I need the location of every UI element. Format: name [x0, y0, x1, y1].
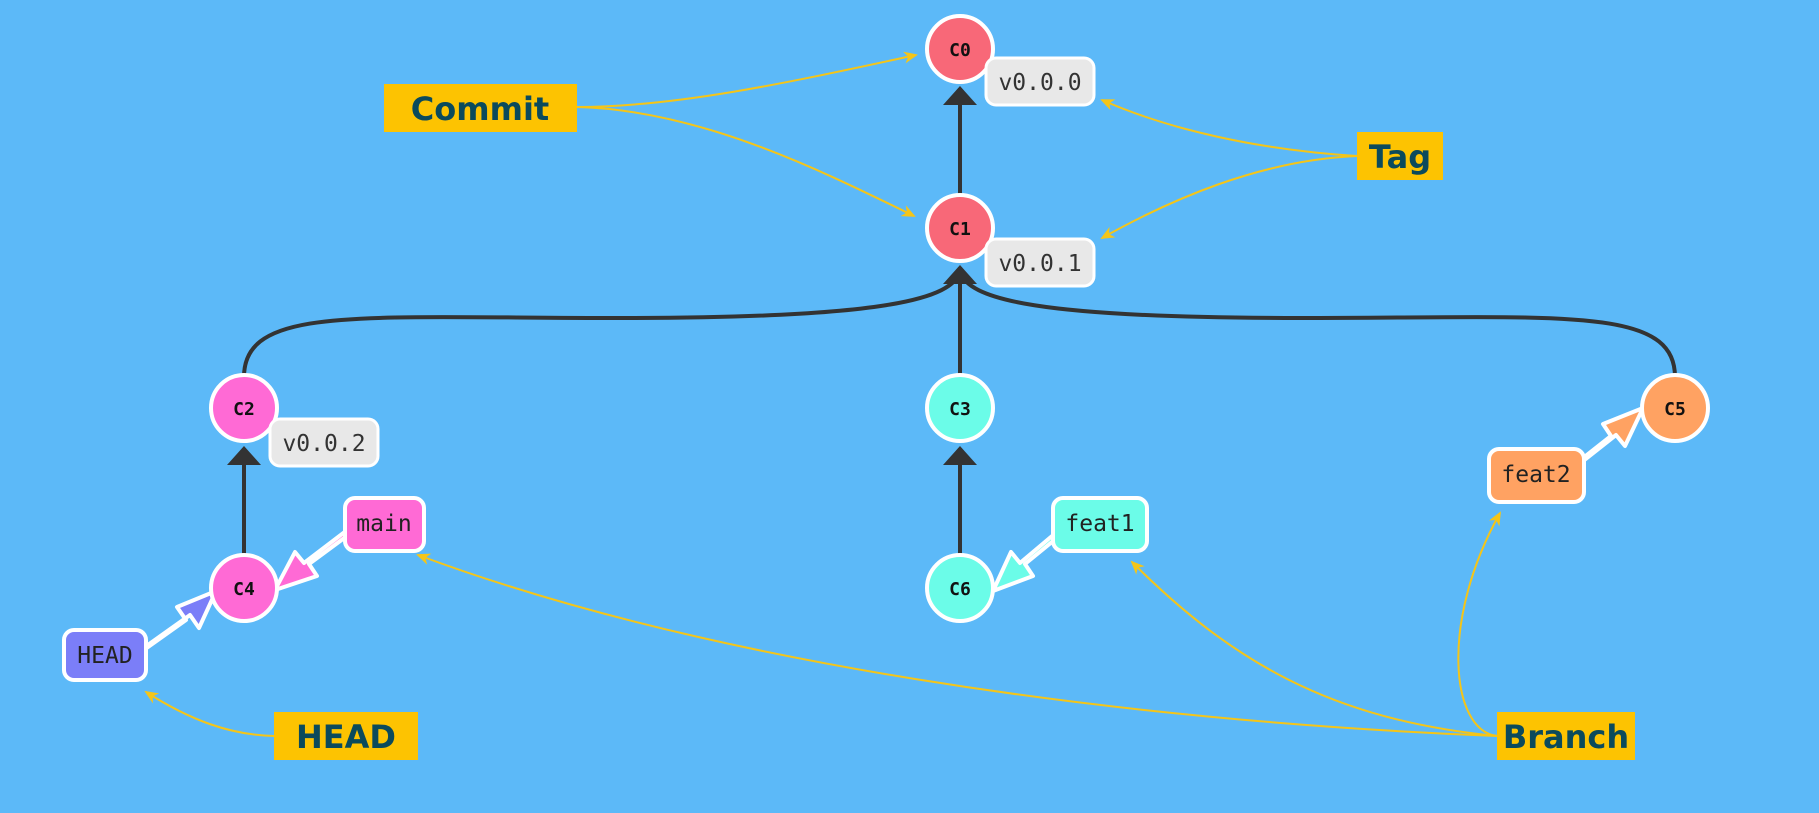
ref-label: feat2	[1501, 462, 1570, 488]
tag-v0-0-2[interactable]: v0.0.2	[268, 417, 380, 468]
ref-box	[343, 496, 426, 553]
commit-circle	[925, 193, 995, 263]
ref-main[interactable]: main	[343, 496, 426, 553]
annotation-box	[384, 84, 577, 132]
commit-circle	[209, 553, 279, 623]
commit-circle	[1640, 373, 1710, 443]
tag-to-v000-arrow	[1100, 99, 1358, 157]
edge-arrowhead-c2	[227, 446, 261, 465]
tag-v0-0-1[interactable]: v0.0.1	[984, 237, 1096, 288]
commit-label: C3	[949, 399, 971, 420]
branch-to-feat2-arrow	[1457, 511, 1501, 737]
refs: HEAD main feat1 feat2	[62, 447, 1586, 682]
tag-to-v001-arrow	[1100, 155, 1358, 239]
ref-label: feat1	[1065, 511, 1134, 537]
edge-arrowhead-c3	[943, 446, 977, 465]
head-pointer-arrow	[139, 589, 218, 654]
edge-arrowhead-c1	[943, 265, 977, 284]
ref-box	[1487, 447, 1586, 504]
commit-circle	[925, 373, 995, 443]
ref-feat1[interactable]: feat1	[1051, 496, 1149, 553]
edge-c2-c1	[242, 269, 962, 378]
annotation-box	[1497, 712, 1635, 760]
commit-nodes: C0 C1 C2 C3 C4 C5 C6	[209, 14, 1710, 623]
ref-pointers	[139, 406, 1645, 654]
commit-to-c1-arrow	[576, 106, 916, 217]
annotation-arrows	[144, 51, 1501, 737]
annotation-box	[1357, 132, 1443, 180]
commit-c3[interactable]: C3	[925, 373, 995, 443]
tags: v0.0.0 v0.0.1 v0.0.2	[268, 56, 1096, 468]
ref-head[interactable]: HEAD	[62, 628, 148, 682]
tag-box	[268, 417, 380, 468]
commit-label: C1	[949, 219, 971, 240]
commit-c5[interactable]: C5	[1640, 373, 1710, 443]
annotation-head: HEAD	[274, 712, 418, 760]
annotation-label: Tag	[1369, 138, 1431, 176]
commit-label: C4	[233, 579, 255, 600]
branch-to-main-arrow	[416, 553, 1498, 737]
annotation-branch: Branch	[1497, 712, 1635, 760]
commit-edges	[227, 86, 1677, 556]
commit-c1[interactable]: C1	[925, 193, 995, 263]
commit-label: C2	[233, 399, 255, 420]
commit-circle	[925, 553, 995, 623]
commit-label: C0	[949, 40, 971, 61]
edge-c5-c1	[958, 269, 1677, 378]
ref-box	[1051, 496, 1149, 553]
commit-c0[interactable]: C0	[925, 14, 995, 84]
commit-c2[interactable]: C2	[209, 373, 279, 443]
ref-feat2[interactable]: feat2	[1487, 447, 1586, 504]
commit-circle	[209, 373, 279, 443]
main-pointer-arrow	[273, 529, 353, 592]
commit-label: C5	[1664, 399, 1686, 420]
branch-to-feat1-arrow	[1130, 560, 1498, 737]
annotation-tag: Tag	[1357, 132, 1443, 180]
tag-label: v0.0.1	[998, 251, 1081, 277]
annotation-label: Branch	[1503, 718, 1629, 756]
head-annotation-arrow	[144, 690, 275, 737]
ref-label: HEAD	[77, 643, 132, 669]
annotation-label: Commit	[411, 90, 549, 128]
commit-to-c0-arrow	[576, 51, 918, 108]
annotation-box	[274, 712, 418, 760]
annotations: Commit Tag HEAD Branch	[274, 84, 1635, 760]
commit-c6[interactable]: C6	[925, 553, 995, 623]
commit-circle	[925, 14, 995, 84]
ref-label: main	[356, 511, 411, 537]
edge-arrowhead-c0	[943, 86, 977, 105]
tag-box	[984, 237, 1096, 288]
annotation-label: HEAD	[296, 718, 396, 756]
tag-box	[984, 56, 1096, 107]
tag-label: v0.0.0	[998, 70, 1081, 96]
tag-label: v0.0.2	[282, 431, 365, 457]
commit-label: C6	[949, 579, 971, 600]
ref-box	[62, 628, 148, 682]
annotation-commit: Commit	[384, 84, 577, 132]
commit-c4[interactable]: C4	[209, 553, 279, 623]
tag-v0-0-0[interactable]: v0.0.0	[984, 56, 1096, 107]
